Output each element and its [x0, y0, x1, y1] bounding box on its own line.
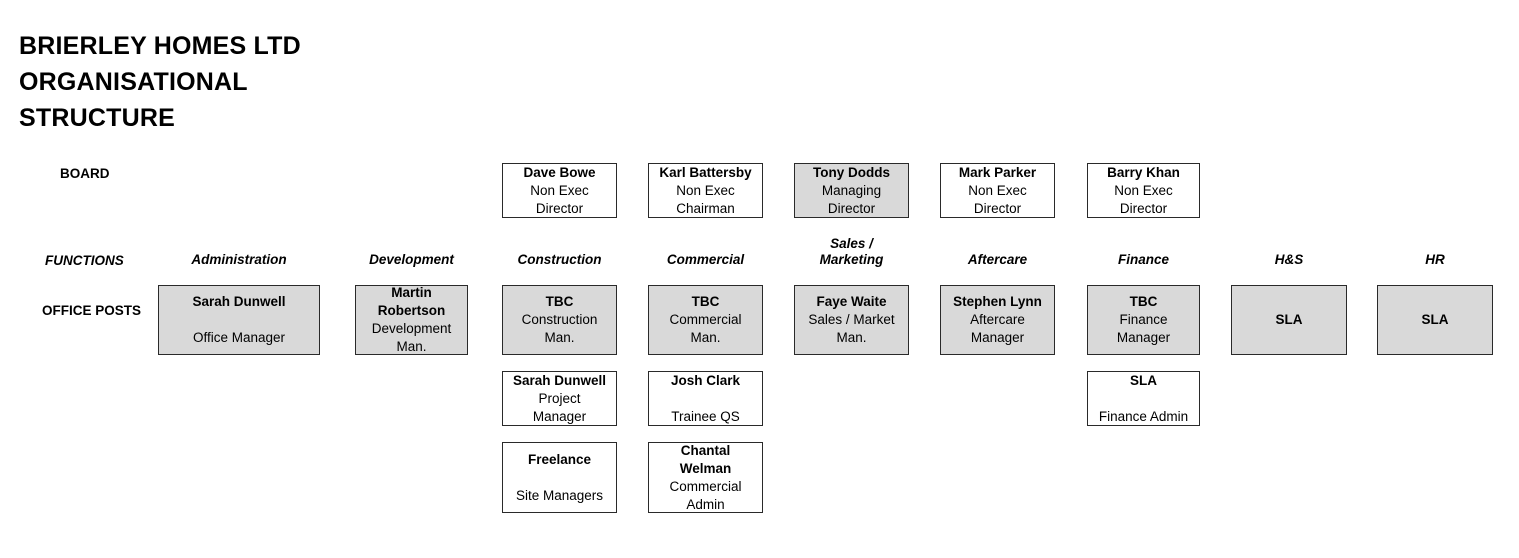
node-name: Josh Clark — [670, 372, 741, 388]
office-post-finance[interactable]: TBC Finance Manager — [1087, 285, 1200, 355]
node-role: Site Managers — [515, 487, 604, 503]
node-role: Non Exec Chairman — [676, 182, 735, 216]
board-node-karl-battersby[interactable]: Karl Battersby Non Exec Chairman — [648, 163, 763, 218]
node-role: Development Man. — [371, 321, 452, 354]
office-post-aftercare[interactable]: Stephen Lynn Aftercare Manager — [940, 285, 1055, 355]
office-post-hs[interactable]: SLA — [1231, 285, 1347, 355]
node-name: Freelance — [527, 451, 592, 467]
function-label-administration: Administration — [191, 252, 287, 267]
node-name: Stephen Lynn — [953, 294, 1042, 309]
node-role: Sales / Market Man. — [808, 312, 895, 345]
board-node-mark-parker[interactable]: Mark Parker Non Exec Director — [940, 163, 1055, 218]
board-node-tony-dodds[interactable]: Tony Dodds Managing Director — [794, 163, 909, 218]
function-label-commercial: Commercial — [666, 252, 745, 267]
node-role: Non Exec Director — [1114, 182, 1173, 216]
row-label-office-posts: OFFICE POSTS — [42, 303, 142, 318]
sub-post-construction-project-manager[interactable]: Sarah Dunwell Project Manager — [502, 371, 617, 426]
sub-post-finance-admin[interactable]: SLA Finance Admin — [1087, 371, 1200, 426]
node-name: SLA — [1275, 312, 1303, 327]
node-name: Sarah Dunwell — [512, 372, 607, 388]
function-label-hs: H&S — [1274, 252, 1304, 267]
node-name: Barry Khan — [1107, 164, 1180, 180]
row-label-functions: FUNCTIONS — [45, 253, 124, 268]
node-name: Dave Bowe — [523, 164, 596, 180]
office-post-development[interactable]: Martin Robertson Development Man. — [355, 285, 468, 355]
node-role: Office Manager — [192, 330, 286, 345]
row-label-board: BOARD — [60, 166, 110, 181]
node-role: Commercial Man. — [669, 312, 742, 345]
office-post-administration[interactable]: Sarah Dunwell Office Manager — [158, 285, 320, 355]
node-role: Finance Admin — [1098, 408, 1189, 424]
sub-post-commercial-trainee-qs[interactable]: Josh Clark Trainee QS — [648, 371, 763, 426]
node-name: Tony Dodds — [813, 164, 890, 180]
office-post-construction[interactable]: TBC Construction Man. — [502, 285, 617, 355]
office-post-hr[interactable]: SLA — [1377, 285, 1493, 355]
node-name: Martin Robertson — [377, 285, 446, 318]
office-post-commercial[interactable]: TBC Commercial Man. — [648, 285, 763, 355]
node-role: Finance Manager — [1116, 312, 1171, 345]
node-name: SLA — [1130, 372, 1157, 388]
function-label-sales-marketing: Sales / Marketing — [819, 236, 884, 267]
node-role: Project Manager — [532, 390, 587, 424]
node-role: Managing Director — [821, 182, 882, 216]
node-role: Non Exec Director — [968, 182, 1027, 216]
function-label-construction: Construction — [517, 252, 602, 267]
node-role: Aftercare Manager — [970, 312, 1025, 345]
office-post-sales-marketing[interactable]: Faye Waite Sales / Market Man. — [794, 285, 909, 355]
sub-post-commercial-admin[interactable]: Chantal Welman Commercial Admin — [648, 442, 763, 513]
sub-post-construction-site-managers[interactable]: Freelance Site Managers — [502, 442, 617, 513]
function-label-aftercare: Aftercare — [967, 252, 1028, 267]
node-role: Non Exec Director — [530, 182, 589, 216]
node-name: Mark Parker — [958, 164, 1037, 180]
node-name: TBC — [545, 294, 574, 309]
node-role: Commercial Admin — [669, 478, 742, 512]
board-node-barry-khan[interactable]: Barry Khan Non Exec Director — [1087, 163, 1200, 218]
board-node-dave-bowe[interactable]: Dave Bowe Non Exec Director — [502, 163, 617, 218]
node-name: TBC — [691, 294, 720, 309]
node-name: Chantal Welman — [679, 442, 732, 476]
node-name: Faye Waite — [816, 294, 887, 309]
function-label-development: Development — [369, 252, 454, 267]
node-name: SLA — [1421, 312, 1449, 327]
node-role: Trainee QS — [671, 408, 740, 424]
node-name: Sarah Dunwell — [192, 294, 286, 309]
page-title: BRIERLEY HOMES LTD ORGANISATIONAL STRUCT… — [19, 32, 301, 132]
function-label-hr: HR — [1425, 252, 1445, 267]
node-name: Karl Battersby — [659, 164, 752, 180]
node-name: TBC — [1129, 294, 1158, 309]
node-role: Construction Man. — [521, 312, 598, 345]
function-label-finance: Finance — [1117, 252, 1169, 267]
